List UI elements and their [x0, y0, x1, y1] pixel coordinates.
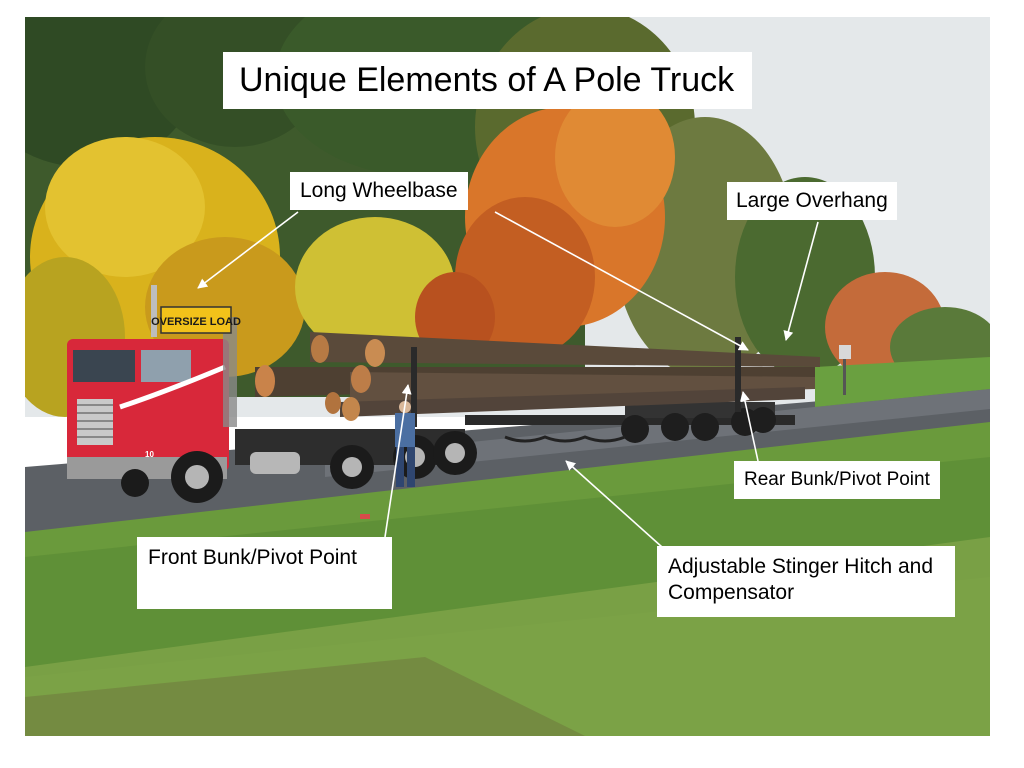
pole-truck-photo: 10 OVERSIZE LOAD — [25, 17, 990, 736]
oversize-load-text: OVERSIZE LOAD — [151, 316, 241, 328]
slide-title: Unique Elements of A Pole Truck — [223, 52, 753, 109]
front-bunk-label: Front Bunk/Pivot Point — [137, 537, 392, 609]
stinger-hitch-label: Adjustable Stinger Hitch and Compensator — [657, 546, 955, 617]
rear-bunk-post — [735, 337, 741, 412]
rear-bunk-label: Rear Bunk/Pivot Point — [734, 461, 940, 499]
long-wheelbase-label: Long Wheelbase — [290, 172, 468, 211]
oversize-load-sign: OVERSIZE LOAD — [151, 306, 241, 334]
front-bunk-post — [411, 347, 417, 427]
cab-number: 10 — [145, 450, 154, 459]
large-overhang-label: Large Overhang — [727, 182, 897, 221]
